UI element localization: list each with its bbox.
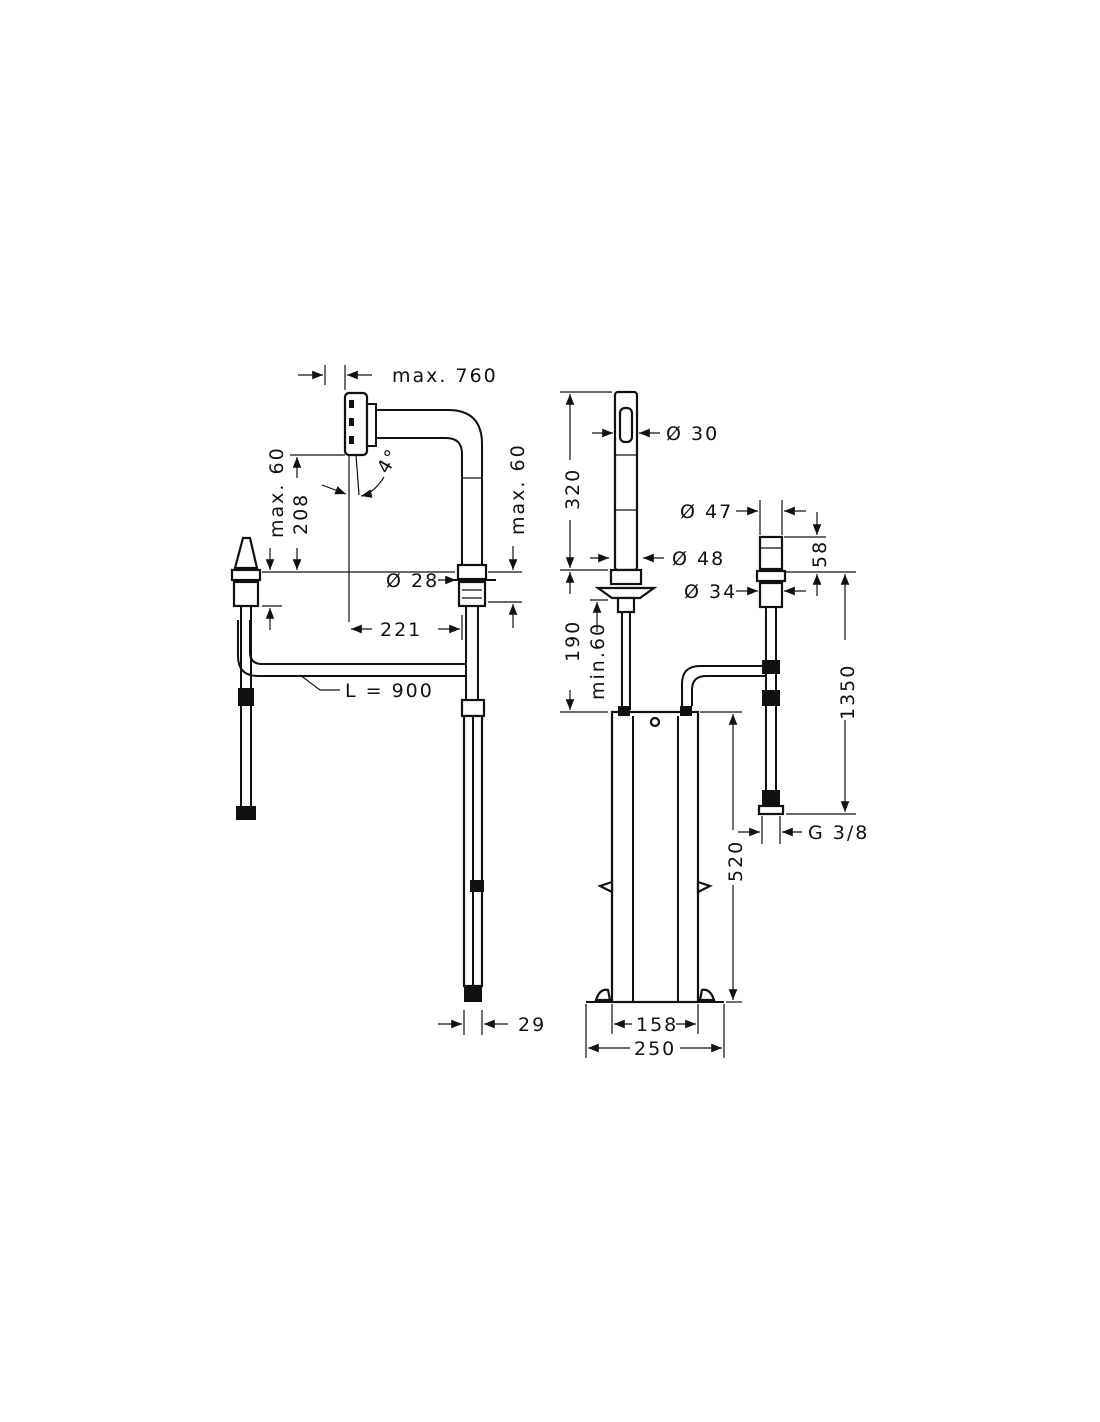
spray-head xyxy=(343,391,377,457)
base-diameter-label: Ø 48 xyxy=(672,548,725,570)
below-deck-label: 190 xyxy=(562,620,584,662)
spout-height-label: 208 xyxy=(290,493,312,535)
front-view: 320 Ø 30 Ø 48 190 min.60 Ø 47 58 Ø 34 xyxy=(560,390,869,1060)
weight-height-label: 520 xyxy=(725,840,747,882)
side-view: max. 760 4° 208 max. 60 max. 60 Ø 28 221 xyxy=(230,365,546,1036)
spray-reach-label: max. 760 xyxy=(392,365,498,387)
side-handle xyxy=(230,536,262,820)
min-clearance-label: min.60 xyxy=(587,622,609,700)
supply-length-label: 1350 xyxy=(837,664,859,720)
spray-drop-label: max. 60 xyxy=(266,446,288,538)
hose-vertical xyxy=(460,606,486,1002)
spout-projection-label: 221 xyxy=(380,619,422,641)
handle-diameter-label: Ø 47 xyxy=(680,501,733,523)
handle-height-label: 58 xyxy=(809,540,831,568)
angle-label: 4° xyxy=(373,444,405,477)
front-handle xyxy=(681,535,787,816)
hose-length-label: L = 900 xyxy=(345,680,434,702)
bracket-inner-label: 158 xyxy=(636,1014,678,1036)
front-bracket xyxy=(586,706,724,1004)
handle-hole-label: Ø 34 xyxy=(684,581,737,603)
spout-offset-label: max. 60 xyxy=(507,443,529,535)
hose-diameter-label: 29 xyxy=(518,1014,546,1036)
front-spout-height-label: 320 xyxy=(562,468,584,510)
spout-base xyxy=(448,563,496,608)
spout xyxy=(376,409,483,565)
hole-diameter-label: Ø 28 xyxy=(386,570,439,592)
front-spout xyxy=(594,390,658,710)
bracket-outer-label: 250 xyxy=(634,1038,676,1060)
head-diameter-label: Ø 30 xyxy=(666,423,719,445)
connection-label: G 3/8 xyxy=(808,822,869,844)
